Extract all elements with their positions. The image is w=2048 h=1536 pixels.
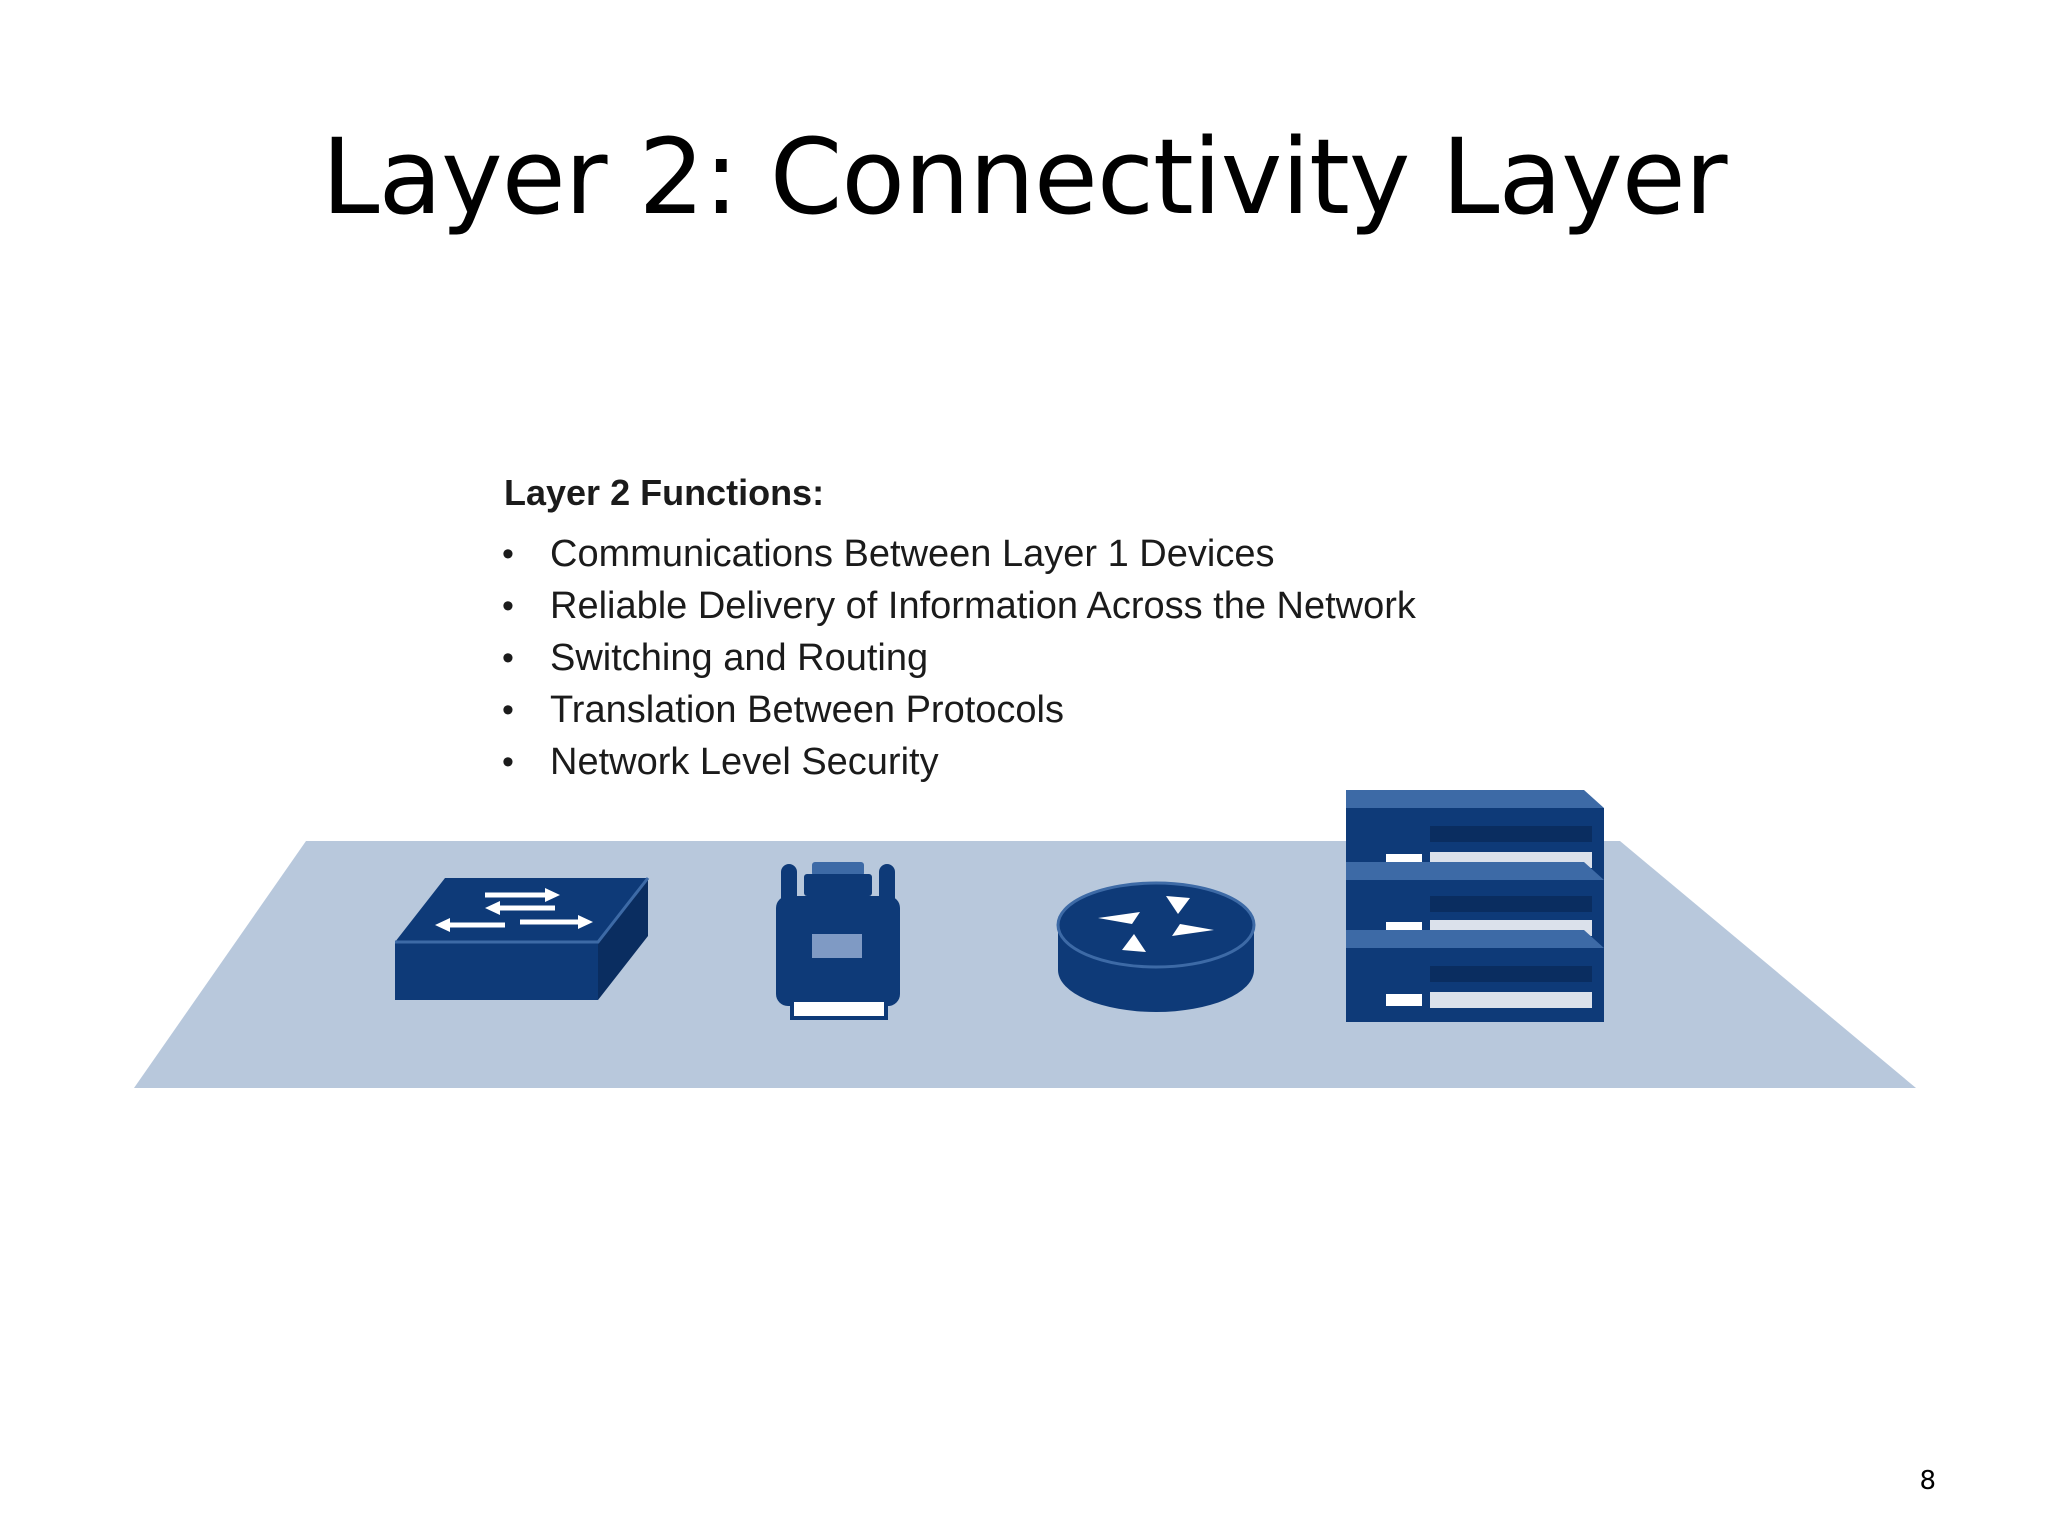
bullet-icon: • <box>502 535 514 573</box>
list-item-text: Translation Between Protocols <box>550 689 1064 731</box>
bullet-icon: • <box>502 639 514 677</box>
slide-title: Layer 2: Connectivity Layer <box>321 116 1728 238</box>
bullet-icon: • <box>502 691 514 729</box>
list-item: • Translation Between Protocols <box>500 684 1600 736</box>
switch-icon <box>395 877 650 1000</box>
functions-list: •Communications Between Layer 1 Devices … <box>500 528 1600 788</box>
list-item: • Network Level Security <box>500 736 1600 788</box>
network-devices-illustration <box>134 790 1916 1088</box>
list-item: • Reliable Delivery of Information Across… <box>500 580 1600 632</box>
list-item-text: Switching and Routing <box>550 637 929 679</box>
server-unit <box>1346 930 1604 1022</box>
list-item-text: Network Level Security <box>550 741 939 783</box>
functions-heading: Layer 2 Functions: <box>504 472 825 513</box>
list-item-text: Communications Between Layer 1 Devices <box>550 533 1275 575</box>
functions-block: Layer 2 Functions: • Communications Betwe… <box>500 472 1600 788</box>
transceiver-icon <box>776 862 900 1020</box>
list-item-text: Reliable Delivery of Information Across … <box>550 585 1416 627</box>
bullet-icon: • <box>502 587 514 625</box>
page-number: 8 <box>1919 1466 1936 1496</box>
list-item: • Communications Between Layer 1 Devices <box>500 528 1600 580</box>
router-icon <box>1056 881 1256 1012</box>
list-item: • Switching and Routing <box>500 632 1600 684</box>
server-stack-icon <box>1346 790 1604 1022</box>
bullet-icon: • <box>502 743 514 781</box>
